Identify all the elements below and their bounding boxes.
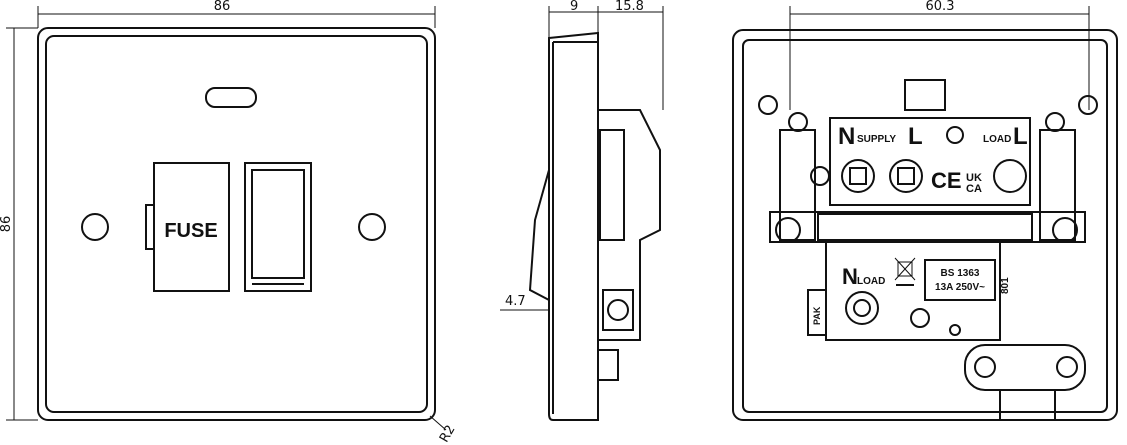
plate-depth-label: 9 xyxy=(570,0,578,14)
ukca-mark-top: UK xyxy=(966,172,982,184)
neon-indicator xyxy=(205,87,257,108)
side-plate xyxy=(548,31,599,421)
rocker-offset-label: 4.7 xyxy=(505,294,526,309)
cover-strip xyxy=(769,211,1086,243)
faceplate-outline xyxy=(37,27,436,421)
back-box-outline xyxy=(732,29,1118,421)
fixing-hole-right xyxy=(358,213,386,241)
earth-symbol xyxy=(946,126,964,144)
width-dimension: 86 xyxy=(37,0,436,28)
rating-label: 13A 250V~ xyxy=(935,282,985,293)
bottom-clamp xyxy=(964,344,1086,391)
model-code: 801 xyxy=(1000,277,1011,294)
top-clip xyxy=(904,79,946,111)
width-dimension-label: 86 xyxy=(214,0,231,14)
body-depth-label: 15.8 xyxy=(615,0,644,14)
fuse-label: FUSE xyxy=(164,220,217,242)
weee-bin-icon xyxy=(894,257,916,286)
fixing-hole-left xyxy=(81,213,109,241)
supply-label: SUPPLY xyxy=(857,134,896,145)
back-view: 60.3 N SUPPLY L LOAD L CE UK CA N LOAD B… xyxy=(732,0,1118,421)
neutral-supply-letter: N xyxy=(838,123,855,150)
height-dimension: 86 xyxy=(0,27,38,421)
side-rocker xyxy=(528,169,550,301)
pack-mark: PAK xyxy=(812,306,822,325)
height-dimension-label: 86 xyxy=(0,216,14,233)
neutral-load-label: LOAD xyxy=(857,276,885,287)
faceplate-bevel xyxy=(45,35,428,413)
live-load-letter: L xyxy=(1013,123,1028,150)
front-view: 86 86 R2 FUSE xyxy=(0,0,459,445)
ukca-mark-bottom: CA xyxy=(966,183,982,195)
rocker-switch-face xyxy=(251,169,305,279)
side-view: 9 15.8 4.7 xyxy=(500,0,664,421)
fixing-centres-label: 60.3 xyxy=(926,0,955,14)
live-supply-letter: L xyxy=(908,123,923,150)
side-body xyxy=(598,109,661,341)
load-label: LOAD xyxy=(983,134,1011,145)
ce-mark: CE xyxy=(931,168,962,193)
rocker-switch-outline xyxy=(244,162,312,292)
corner-radius-label: R2 xyxy=(437,423,459,445)
rocker-switch xyxy=(244,162,312,292)
fuse-carrier: FUSE xyxy=(145,162,230,292)
neutral-load-letter: N xyxy=(842,264,858,289)
fuse-carrier-tab xyxy=(145,204,155,250)
standard-label: BS 1363 xyxy=(941,268,980,279)
